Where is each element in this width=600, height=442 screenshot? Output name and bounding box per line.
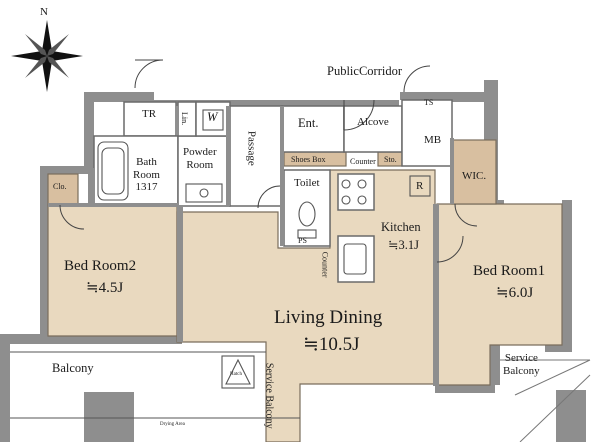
- living-dining-label: Living Dining: [274, 307, 383, 328]
- hatch-label: Hatch: [230, 372, 242, 377]
- bedroom2-label: Bed Room2: [64, 258, 137, 274]
- bedroom1-label: Bed Room1: [473, 263, 546, 279]
- tr-door-icon: [134, 59, 164, 89]
- ent-floor: [281, 105, 345, 153]
- tr-room: [123, 101, 177, 137]
- interior-walls: [48, 106, 454, 386]
- w-label: W: [207, 110, 218, 124]
- service-balcony-vertical-label: Service Balcony: [263, 362, 275, 429]
- ent-label: Ent.: [298, 116, 319, 130]
- kitchen-label: Kitchen: [381, 220, 421, 234]
- kitchen-area-label: ≒3.1J: [388, 238, 419, 252]
- toilet-label: Toilet: [294, 177, 320, 189]
- kitchen-sink-icon: [343, 243, 367, 275]
- ts-mb-floor: [401, 99, 453, 167]
- toilet-icon: [298, 201, 316, 227]
- mb-label: MB: [424, 134, 442, 146]
- powder-room-label: Powder Room: [183, 146, 217, 171]
- living-dining-area-label: ≒10.5J: [303, 334, 360, 355]
- refrigerator-icon: [409, 175, 431, 197]
- tr-label: TR: [142, 108, 157, 120]
- passage-label: Passage: [245, 130, 258, 166]
- wic-label: WIC.: [462, 170, 487, 182]
- shoes-box-label: Shoes Box: [291, 155, 326, 164]
- bedroom2-area-label: ≒4.5J: [86, 280, 124, 296]
- counter-top-label: Counter: [350, 157, 376, 166]
- bathtub-icon: [97, 141, 129, 201]
- doors: [59, 59, 478, 263]
- closet-floor: [47, 173, 79, 206]
- balcony-area: [10, 351, 591, 442]
- r-label: R: [416, 180, 424, 192]
- ts-label: TS: [424, 98, 434, 107]
- wic-door-icon: [454, 203, 478, 227]
- toilet-door-icon: [257, 185, 281, 209]
- drying-area-label: Drying Area: [160, 422, 185, 427]
- washbasin-icon: [185, 183, 223, 203]
- entry-door-icon: [343, 99, 375, 131]
- kitchen-counter: [337, 173, 375, 211]
- toilet-floor: [283, 169, 331, 247]
- bedroom2-door-icon: [59, 204, 85, 230]
- bedroom1-door-icon: [436, 235, 464, 263]
- balcony-label: Balcony: [52, 361, 94, 375]
- corridor-door-icon: [403, 65, 431, 93]
- fixtures: [97, 109, 431, 389]
- stove-icon: [341, 179, 351, 189]
- bedroom1-area-label: ≒6.0J: [496, 285, 534, 301]
- compass-rose-icon: [11, 20, 83, 92]
- passage-floor: [229, 105, 283, 207]
- service-balcony-label: Service Balcony: [503, 352, 540, 377]
- washing-machine-icon: [202, 109, 224, 131]
- alcove-label: Alcove: [357, 116, 389, 128]
- lin-label: Lin.: [180, 112, 190, 126]
- public-corridor-label: PublicCorridor: [327, 64, 402, 78]
- hatch-icon: [221, 355, 255, 389]
- bath-room-label: Bath Room 1317: [133, 156, 160, 194]
- clo-label: Clo.: [53, 182, 67, 191]
- ps-label: PS: [298, 236, 307, 245]
- sto-label: Sto.: [384, 155, 397, 164]
- service-rooms: [93, 99, 453, 283]
- north-label: N: [40, 6, 48, 18]
- sink-counter: [337, 235, 375, 283]
- counter-side-label: Counter: [320, 251, 330, 278]
